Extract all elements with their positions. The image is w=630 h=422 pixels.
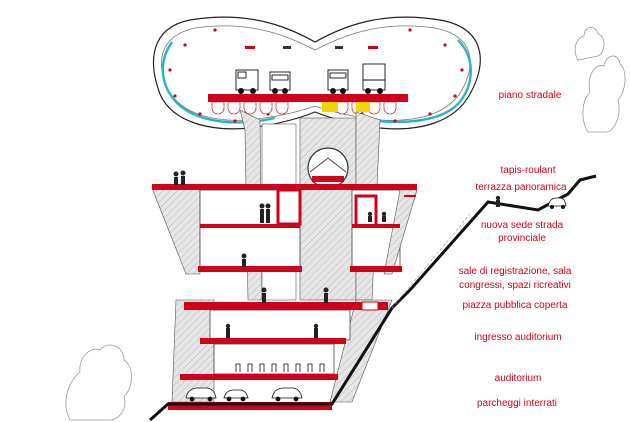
label-sale-line1: sale di registrazione, sala (458, 266, 572, 277)
person-icon (259, 203, 271, 223)
label-parcheggi-interrati: parcheggi interrati (476, 398, 558, 409)
auditorium-slab (180, 374, 338, 380)
car-icon (185, 387, 217, 402)
terrain (65, 27, 626, 422)
terrace-slab (152, 184, 417, 190)
deck-arches (211, 101, 397, 115)
label-ingresso-auditorium: ingresso auditorium (474, 332, 562, 343)
label-nuova-sede-line2: provinciale (498, 233, 546, 244)
road-tunnel (153, 16, 481, 130)
person-icon (495, 195, 501, 207)
parking-slab (168, 402, 332, 410)
car-icon (547, 197, 567, 209)
auditorium-seats (235, 363, 325, 372)
lower-block (168, 287, 393, 410)
signal-icon (368, 46, 378, 49)
label-sale-line2: congressi, spazi ricreativi (459, 280, 571, 291)
label-nuova-sede-line1: nuova sede strada (480, 220, 564, 231)
label-terrazza-panoramica: terrazza panoramica (475, 182, 567, 193)
tunnel-inner-shell (161, 25, 471, 121)
tree-outline-top (574, 27, 605, 61)
car-icon (223, 389, 249, 402)
label-piano-stradale: piano stradale (498, 90, 562, 101)
person-icon (241, 253, 247, 267)
car-icon (271, 387, 303, 402)
piazza-slab (184, 302, 388, 310)
label-auditorium: auditorium (494, 373, 542, 384)
label-tapis-roulant: tapis-roulant (500, 165, 556, 176)
truck-icon (362, 63, 386, 94)
person-icon (173, 170, 186, 185)
tree-outline-left (65, 344, 132, 421)
bus-icon (327, 69, 349, 94)
upper-volume (151, 170, 418, 275)
road-deck (208, 94, 408, 102)
tree-outline-right (582, 55, 626, 133)
tunnel-outer-shell (153, 16, 481, 130)
label-piazza-pubblica: piazza pubblica coperta (462, 300, 568, 311)
deck-yellow-element (322, 102, 338, 112)
signal-icon (245, 46, 255, 49)
person-icon (225, 287, 329, 338)
truck-icon (235, 69, 259, 94)
ingresso-slab (200, 338, 346, 344)
signal-icon (335, 46, 343, 49)
hillside-profile (149, 174, 597, 422)
signal-icon (283, 46, 291, 49)
seated-people (367, 211, 387, 222)
tunnel-cyan-lining-right (359, 39, 472, 124)
bus-icon (269, 71, 291, 94)
deck-yellow-element (356, 102, 370, 112)
